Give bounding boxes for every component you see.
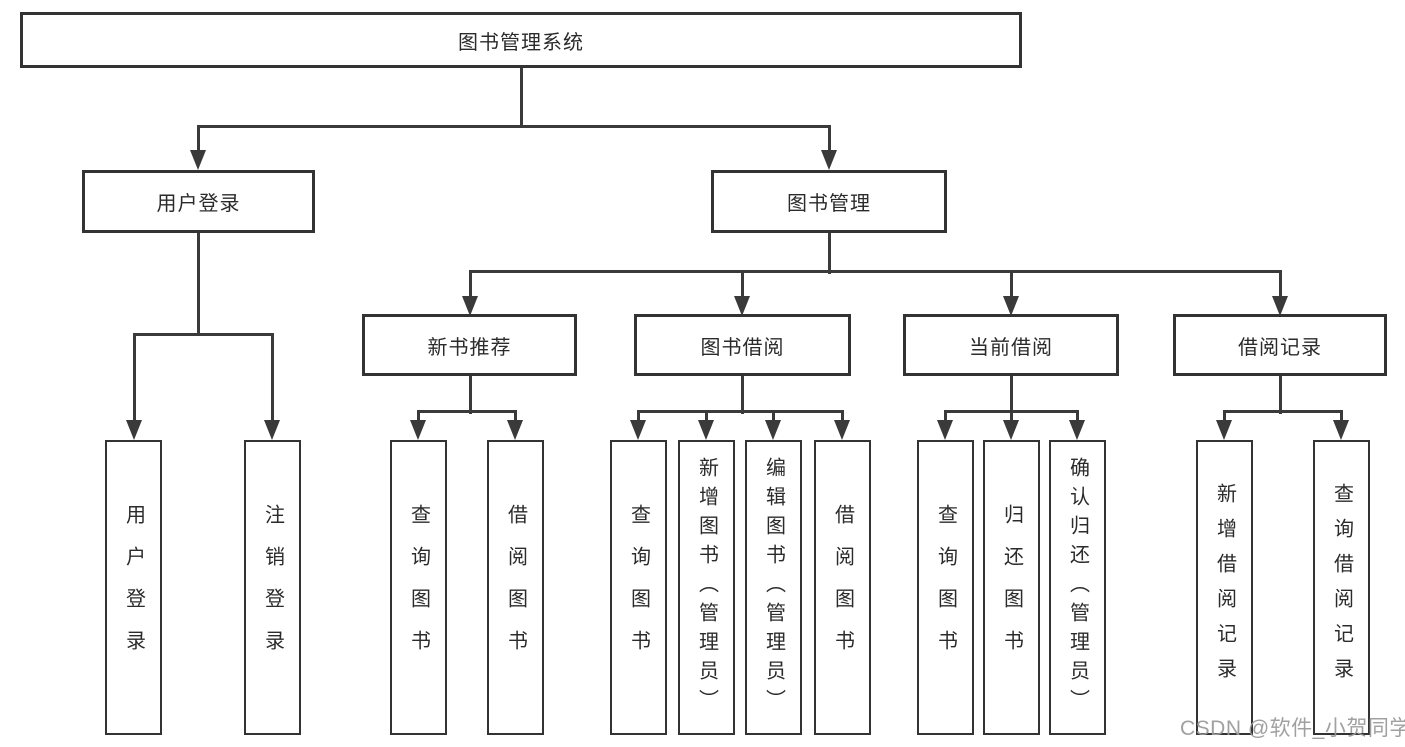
- connector-line: [271, 333, 274, 425]
- leaf-label: 借阅图书: [831, 503, 854, 672]
- connector-line: [944, 410, 947, 426]
- node-label: 当前借阅: [969, 336, 1053, 359]
- connector-line: [828, 125, 831, 155]
- connector-line: [1010, 410, 1013, 426]
- connector-line: [417, 410, 517, 413]
- connector-line: [1076, 410, 1079, 426]
- arrow-down-icon: [765, 420, 781, 440]
- leaf-label: 归还图书: [1000, 503, 1023, 672]
- arrow-down-icon: [462, 296, 478, 316]
- arrow-down-icon: [1333, 420, 1349, 440]
- connector-line: [197, 125, 200, 155]
- leaf-query-books-current: 查询图书: [917, 440, 974, 735]
- connector-line: [197, 125, 831, 128]
- leaf-label: 借阅图书: [504, 503, 527, 672]
- leaf-label: 编辑图书（管理员）: [762, 457, 785, 718]
- node-label: 图书管理系统: [458, 31, 584, 54]
- connector-line: [514, 410, 517, 426]
- connector-line: [1223, 410, 1226, 426]
- leaf-label: 查询图书: [627, 503, 650, 672]
- leaf-borrow-books: 借阅图书: [814, 440, 871, 735]
- node-label: 新书推荐: [427, 336, 512, 359]
- node-current-borrowing: 当前借阅: [903, 314, 1119, 376]
- connector-line: [741, 376, 744, 414]
- connector-line: [469, 376, 472, 414]
- node-label: 图书管理: [787, 193, 871, 215]
- node-label: 借阅记录: [1238, 336, 1322, 359]
- arrow-down-icon: [821, 150, 837, 170]
- arrow-down-icon: [1003, 296, 1019, 316]
- leaf-query-borrow-record: 查询借阅记录: [1313, 440, 1370, 735]
- connector-line: [705, 410, 708, 426]
- arrow-down-icon: [1003, 420, 1019, 440]
- connector-line: [841, 410, 844, 426]
- connector-line: [637, 410, 640, 426]
- connector-line: [772, 410, 775, 426]
- leaf-label: 确认归还（管理员）: [1066, 457, 1089, 718]
- arrow-down-icon: [734, 296, 750, 316]
- arrow-down-icon: [264, 420, 280, 440]
- node-new-book-recommendation: 新书推荐: [362, 314, 577, 376]
- connector-line: [637, 410, 844, 413]
- connector-line: [469, 270, 1282, 273]
- node-label: 图书借阅: [700, 336, 785, 359]
- connector-line: [1010, 270, 1013, 302]
- node-borrowing-records: 借阅记录: [1173, 314, 1387, 376]
- leaf-confirm-return-admin: 确认归还（管理员）: [1049, 440, 1106, 735]
- node-book-management: 图书管理: [711, 170, 947, 233]
- leaf-edit-books-admin: 编辑图书（管理员）: [745, 440, 802, 735]
- arrow-down-icon: [1272, 296, 1288, 316]
- arrow-down-icon: [126, 420, 142, 440]
- leaf-label: 查询图书: [407, 503, 430, 672]
- leaf-label: 查询图书: [934, 503, 957, 672]
- connector-line: [520, 68, 523, 127]
- connector-line: [133, 333, 274, 336]
- leaf-label: 查询借阅记录: [1330, 482, 1353, 693]
- arrow-down-icon: [507, 420, 523, 440]
- arrow-down-icon: [410, 420, 426, 440]
- leaf-borrow-books-recommend: 借阅图书: [487, 440, 544, 735]
- leaf-logout: 注销登录: [244, 440, 301, 735]
- connector-line: [417, 410, 420, 426]
- connector-line: [741, 270, 744, 302]
- node-library-management-system: 图书管理系统: [20, 12, 1022, 68]
- leaf-query-books-recommend: 查询图书: [390, 440, 447, 735]
- connector-line: [1279, 270, 1282, 302]
- node-label: 用户登录: [156, 193, 241, 215]
- arrow-down-icon: [190, 150, 206, 170]
- node-book-borrowing: 图书借阅: [634, 314, 851, 376]
- arrow-down-icon: [834, 420, 850, 440]
- leaf-add-borrow-record: 新增借阅记录: [1196, 440, 1253, 735]
- leaf-label: 用户登录: [122, 503, 145, 672]
- connector-line: [197, 233, 200, 335]
- leaf-label: 新增图书（管理员）: [695, 457, 718, 718]
- leaf-label: 注销登录: [261, 503, 284, 672]
- leaf-query-books-borrowing: 查询图书: [610, 440, 667, 735]
- arrow-down-icon: [937, 420, 953, 440]
- leaf-user-login: 用户登录: [105, 440, 162, 735]
- leaf-label: 新增借阅记录: [1213, 482, 1236, 693]
- connector-line: [1010, 376, 1013, 414]
- leaf-add-books-admin: 新增图书（管理员）: [678, 440, 735, 735]
- connector-line: [1279, 376, 1282, 414]
- connector-line: [1223, 410, 1343, 413]
- leaf-return-books: 归还图书: [983, 440, 1040, 735]
- connector-line: [133, 333, 136, 425]
- node-user-login: 用户登录: [82, 170, 315, 233]
- arrow-down-icon: [698, 420, 714, 440]
- csdn-watermark: CSDN @软件_小贺同学: [1180, 717, 1405, 740]
- arrow-down-icon: [1069, 420, 1085, 440]
- connector-line: [469, 270, 472, 302]
- connector-line: [828, 233, 831, 274]
- arrow-down-icon: [630, 420, 646, 440]
- connector-line: [1340, 410, 1343, 426]
- arrow-down-icon: [1216, 420, 1232, 440]
